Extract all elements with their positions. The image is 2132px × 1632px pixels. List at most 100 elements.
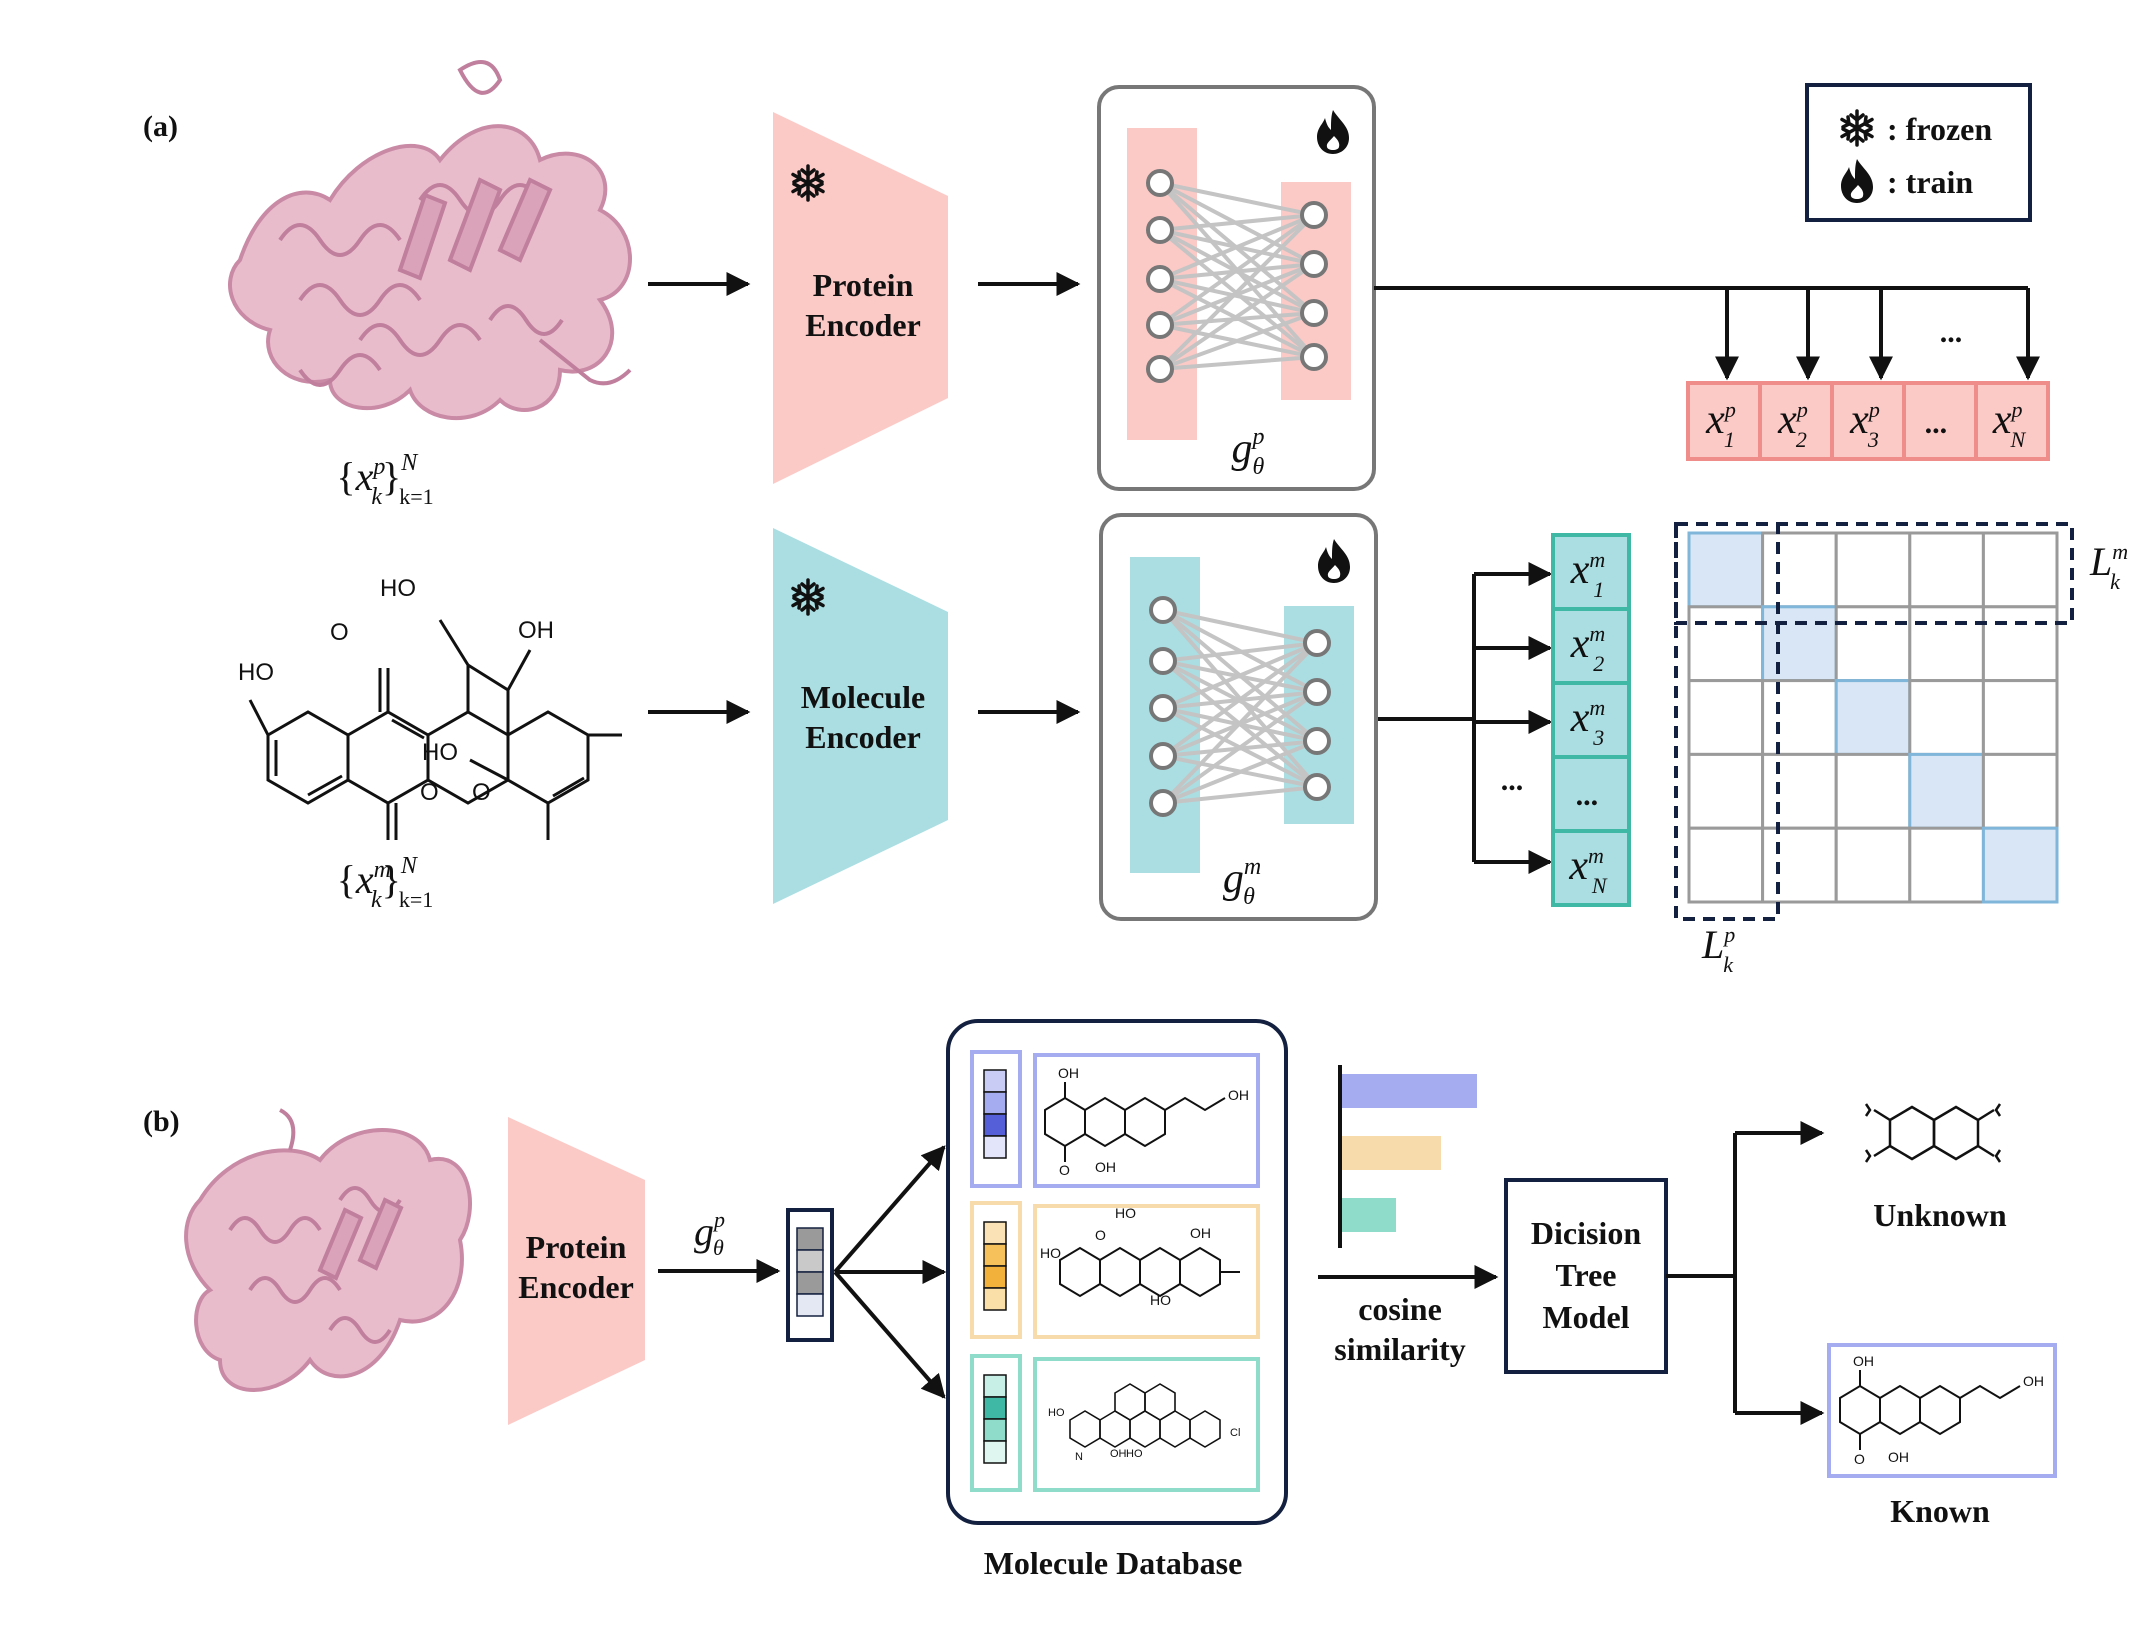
protein-encoder-b-label-1: Protein	[526, 1229, 627, 1265]
decision-tree-label-2: Tree	[1556, 1257, 1617, 1293]
database-title: Molecule Database	[984, 1545, 1243, 1581]
svg-text:O: O	[330, 619, 349, 646]
matrix-cell	[1981, 605, 2059, 683]
matrix-cell	[1908, 605, 1985, 683]
network-node	[1303, 773, 1331, 801]
known-molecule-box	[1827, 1343, 2057, 1478]
molecule-encoder-label-2: Encoder	[805, 719, 921, 755]
cosine-label-2: similarity	[1334, 1331, 1466, 1367]
molecule-structure-illustration	[248, 619, 622, 840]
decision-branch-arrows	[1666, 1121, 1825, 1425]
matrix-cell	[1981, 531, 2059, 609]
network-node	[1146, 311, 1174, 339]
protein-encoder-top	[773, 112, 948, 484]
svg-text:N: N	[1075, 1451, 1083, 1463]
matrix-cell	[1687, 826, 1765, 904]
molecule-atom-labels: HO HO OH O HO O O	[238, 575, 554, 806]
matrix-cell	[1834, 531, 1912, 609]
network-node	[1300, 299, 1328, 327]
svg-text:O: O	[1095, 1227, 1106, 1243]
known-molecule-illustration	[1839, 1370, 2021, 1450]
network-node	[1303, 678, 1331, 706]
network-node	[1149, 742, 1177, 770]
protein-structure-illustration	[228, 60, 632, 421]
svg-text:OH: OH	[518, 617, 554, 644]
legend-box: : frozen : train	[1805, 83, 2032, 222]
molecule-encoder-label-1: Molecule	[801, 679, 925, 715]
known-label: Known	[1890, 1493, 1990, 1529]
molecule-embedding-branch	[1378, 562, 1553, 874]
matrix-cell	[1687, 679, 1765, 756]
molecule-embedding-cell	[1551, 829, 1631, 907]
svg-text:OH: OH	[1110, 1448, 1127, 1460]
svg-text:OH: OH	[1888, 1449, 1909, 1465]
protein-encoder-bottom	[508, 1117, 645, 1425]
svg-text:HO: HO	[238, 659, 274, 686]
network-node	[1146, 216, 1174, 244]
network-node	[1300, 201, 1328, 229]
network-node	[1149, 647, 1177, 675]
similarity-bar	[1342, 1198, 1396, 1232]
similarity-bars	[1342, 1074, 1477, 1232]
svg-text:HO: HO	[380, 575, 416, 602]
database-fanout-arrows	[833, 1145, 947, 1399]
matrix-cell	[1761, 531, 1838, 609]
matrix-diagonal-cell	[1834, 679, 1912, 756]
protein-embedding-branch	[1374, 286, 2040, 381]
panel-b-label: (b)	[143, 1105, 180, 1138]
svg-text:...: ...	[1577, 779, 1600, 812]
matrix-cell	[1908, 531, 1985, 609]
svg-text:HO: HO	[1048, 1407, 1065, 1419]
matrix-diagonal-cell	[1687, 531, 1765, 609]
network-node	[1300, 343, 1328, 371]
molecule-database: OH OH OH O HO OH HO HO O	[946, 1019, 1288, 1525]
network-node	[1149, 789, 1177, 817]
matrix-cell	[1908, 679, 1985, 756]
matrix-cell	[1908, 826, 1985, 904]
decision-tree-label-1: Dicision	[1531, 1215, 1641, 1251]
cosine-label-1: cosine	[1358, 1291, 1442, 1327]
unknown-scaffold-illustration	[1864, 1103, 2002, 1163]
svg-text:O: O	[420, 779, 439, 806]
protein-encoder-label-1: Protein	[813, 267, 914, 303]
matrix-cell	[1761, 679, 1838, 756]
network-node	[1303, 727, 1331, 755]
molecule-encoder-top	[773, 528, 948, 904]
legend-frozen-label: : frozen	[1887, 111, 1992, 147]
network-node	[1300, 250, 1328, 278]
similarity-bar	[1342, 1136, 1441, 1170]
unknown-label: Unknown	[1873, 1197, 2007, 1233]
svg-text:OH: OH	[1095, 1159, 1116, 1175]
network-node	[1146, 355, 1174, 383]
svg-text:OH: OH	[1853, 1353, 1874, 1369]
svg-text:HO: HO	[422, 739, 458, 766]
panel-a-label: (a)	[143, 110, 178, 143]
loss-col-dashed-box	[1674, 522, 1780, 921]
svg-text:OH: OH	[1190, 1225, 1211, 1241]
molecule-ellipsis: ...	[1501, 764, 1524, 797]
svg-text:O: O	[1059, 1162, 1070, 1178]
network-node	[1149, 596, 1177, 624]
svg-text:OH: OH	[2023, 1373, 2044, 1389]
query-embedding-vector	[786, 1208, 834, 1342]
svg-text:HO: HO	[1150, 1292, 1171, 1308]
matrix-cell	[1981, 679, 2059, 756]
decision-tree-label-3: Model	[1542, 1299, 1629, 1335]
matrix-cell	[1761, 752, 1838, 830]
svg-text:...: ...	[1926, 407, 1949, 440]
matrix-diagonal-cell	[1908, 752, 1985, 830]
svg-text:HO: HO	[1040, 1245, 1061, 1261]
protein-embedding-cell	[1974, 381, 2050, 461]
matrix-cell	[1687, 605, 1765, 683]
similarity-bar	[1342, 1074, 1477, 1108]
protein-encoder-label-2: Encoder	[805, 307, 921, 343]
network-node	[1149, 694, 1177, 722]
